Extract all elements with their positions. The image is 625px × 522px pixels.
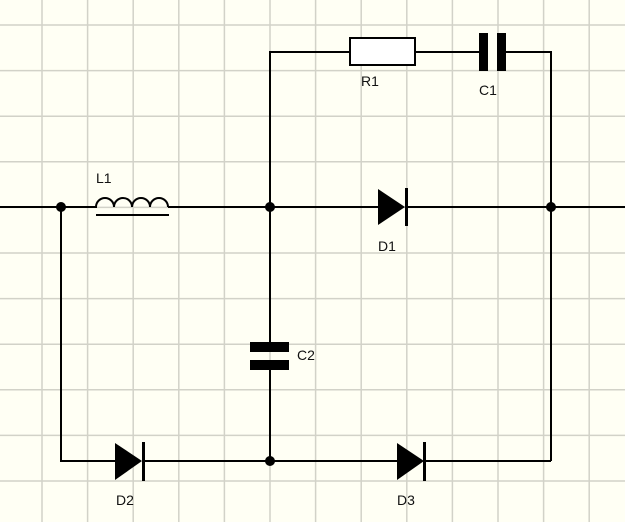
component-label: R1 — [361, 73, 379, 89]
component-label: D3 — [397, 492, 415, 508]
diode-d3[interactable]: D3 — [397, 442, 426, 508]
resistor-body — [349, 37, 416, 66]
junctions — [56, 202, 556, 466]
resistor-r1[interactable]: R1 — [349, 37, 416, 89]
junction-dot — [546, 202, 556, 212]
junction-dot — [56, 202, 66, 212]
wire-top-left — [269, 51, 350, 207]
diode-bar — [142, 442, 145, 481]
component-label: C2 — [297, 347, 315, 363]
diode-d1[interactable]: D1 — [378, 188, 408, 254]
wire-top-right — [506, 51, 552, 461]
capacitor-plate — [250, 342, 289, 352]
capacitor-plate — [250, 360, 289, 370]
diode-d2[interactable]: D2 — [115, 442, 145, 508]
wire-left-return — [60, 207, 115, 462]
component-label: D2 — [116, 492, 134, 508]
capacitor-plate — [497, 33, 506, 71]
junction-dot — [265, 202, 275, 212]
capacitor-plate — [479, 33, 488, 71]
inductor-coil — [95, 197, 169, 208]
diode-triangle — [378, 189, 405, 225]
inductor-l1[interactable]: L1 — [95, 170, 169, 216]
component-label: D1 — [378, 238, 396, 254]
capacitor-c1[interactable]: C1 — [479, 33, 506, 98]
component-label: C1 — [479, 82, 497, 98]
diode-bar — [405, 188, 408, 226]
diode-triangle — [397, 443, 424, 480]
diode-bar — [423, 442, 426, 481]
component-label: L1 — [96, 170, 112, 186]
wires — [0, 51, 625, 462]
junction-dot — [265, 456, 275, 466]
diode-triangle — [115, 443, 142, 480]
capacitor-c2[interactable]: C2 — [250, 342, 315, 370]
